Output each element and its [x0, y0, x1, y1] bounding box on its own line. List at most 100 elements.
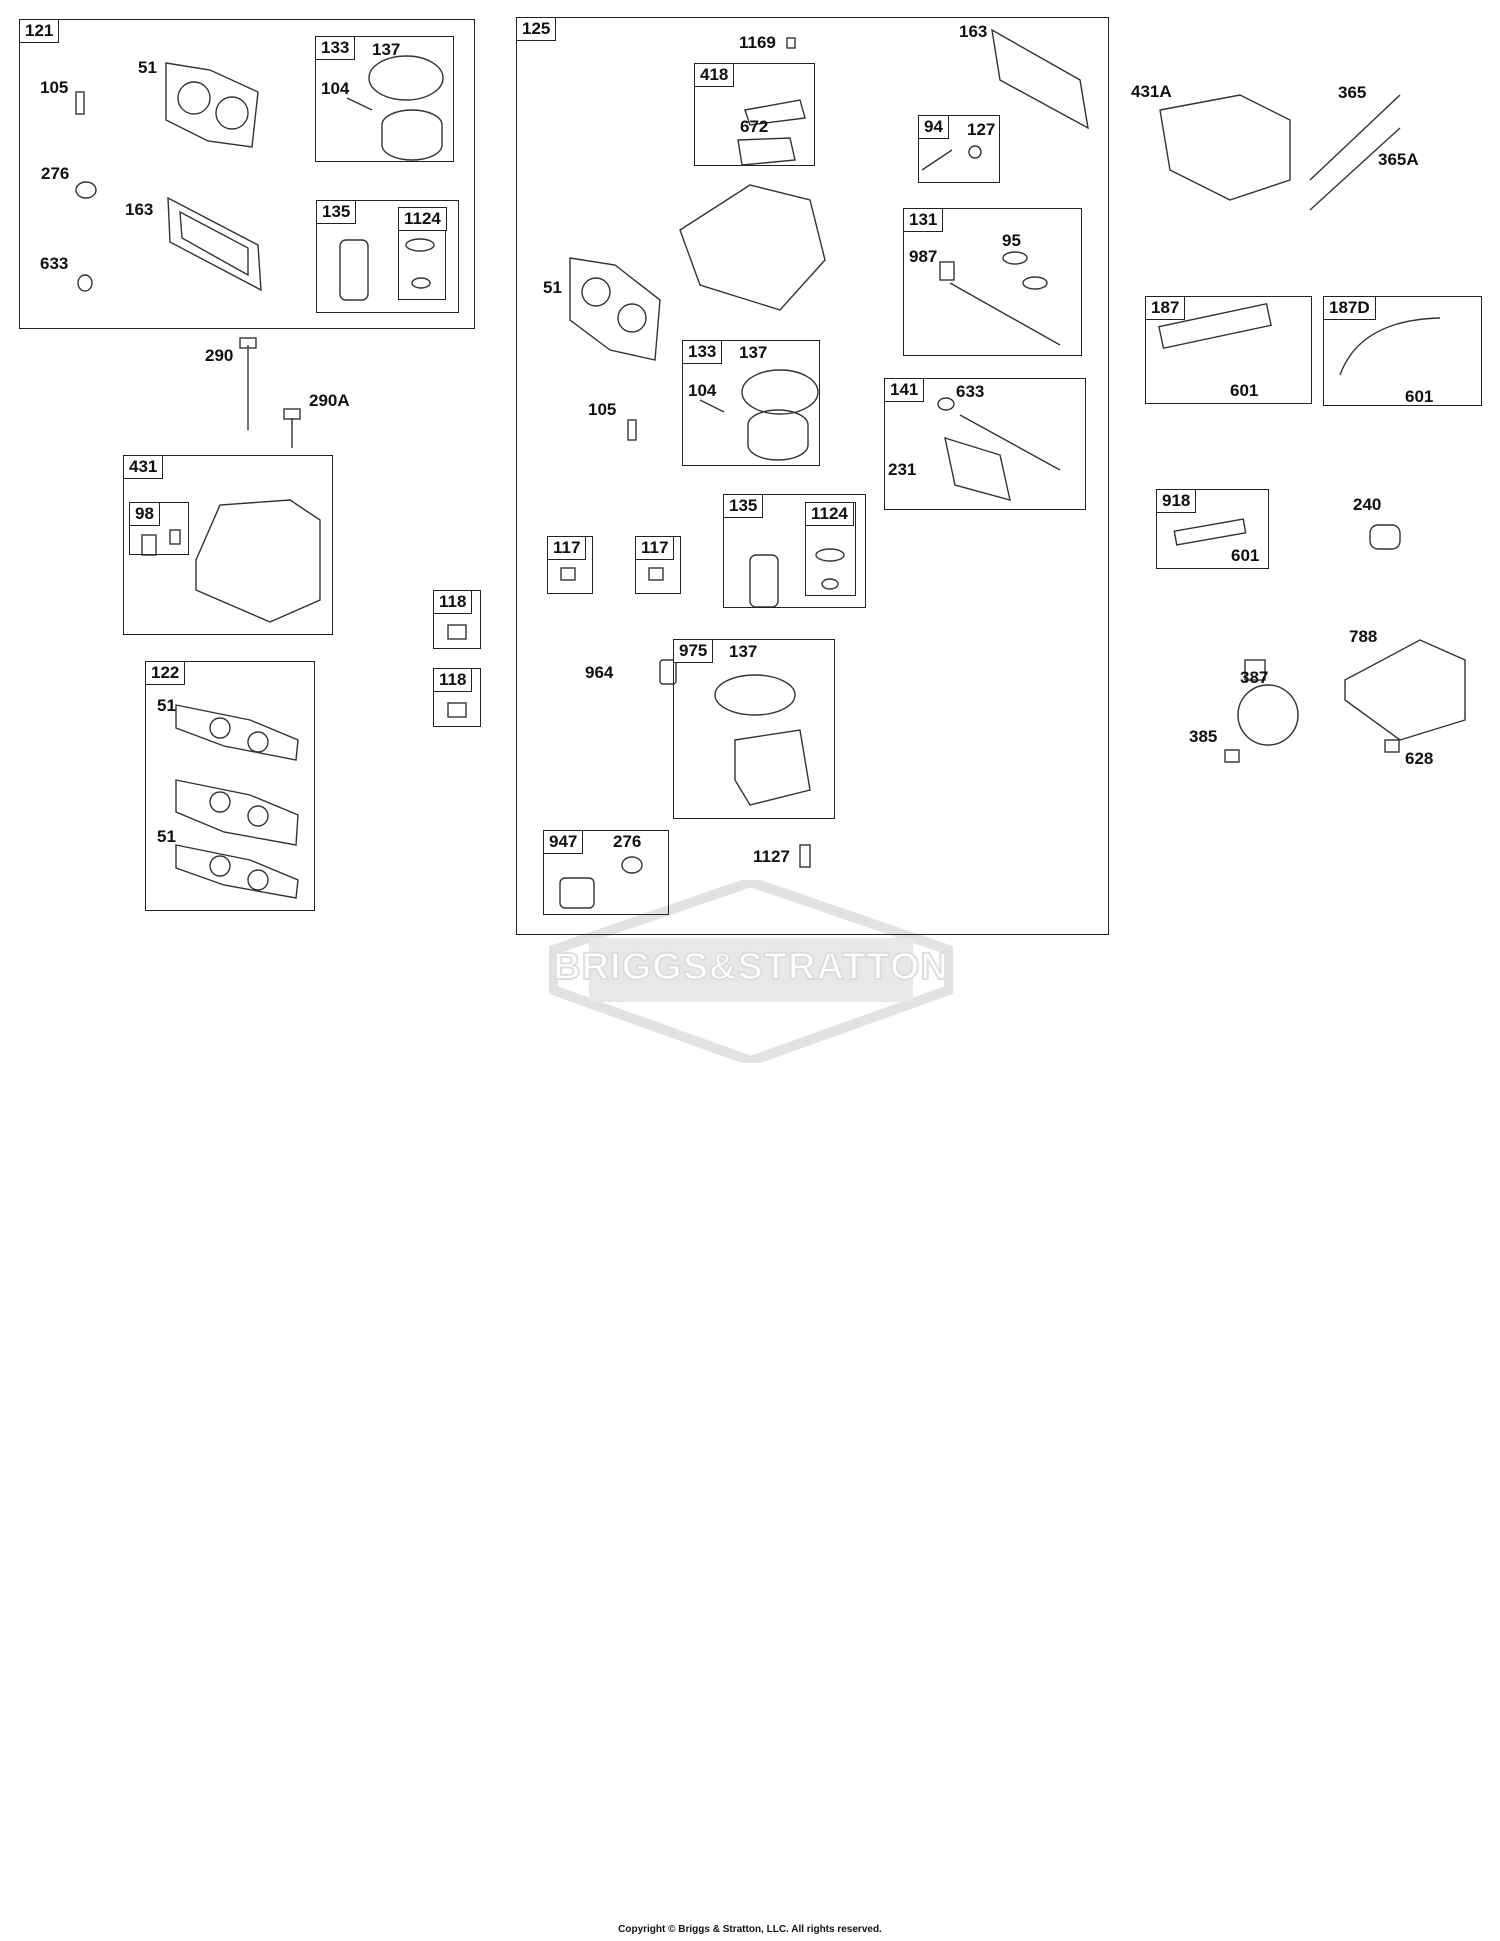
kit-121-1124-box: 1124: [398, 207, 447, 300]
part-label-163[interactable]: 163: [125, 200, 154, 219]
solenoid-135-drawing: [339, 239, 369, 301]
adapter-431-drawing: [195, 499, 321, 623]
kit-1124-tab[interactable]: 1124: [398, 207, 447, 231]
part-label-51[interactable]: 51: [543, 278, 562, 297]
kit-118-box-a: 118: [433, 590, 481, 649]
part-label-137[interactable]: 137: [372, 40, 401, 59]
part-label-163[interactable]: 163: [959, 22, 988, 41]
kit-187-box: 187: [1145, 296, 1312, 404]
kit-947-box: 947: [543, 830, 669, 915]
gasket-163-drawing: [167, 196, 262, 292]
part-label-601[interactable]: 601: [1231, 546, 1260, 565]
part-label-1169[interactable]: 1169: [739, 33, 776, 52]
part-label-633[interactable]: 633: [40, 254, 69, 273]
part-label-231[interactable]: 231: [888, 460, 917, 479]
part-label-276[interactable]: 276: [41, 164, 70, 183]
needle-105-drawing: [75, 91, 85, 115]
part-label-601[interactable]: 601: [1230, 381, 1259, 400]
part-label-240[interactable]: 240: [1353, 495, 1382, 514]
kit-135-tab[interactable]: 135: [316, 200, 357, 224]
kit-187-tab[interactable]: 187: [1145, 296, 1186, 320]
part-label-105[interactable]: 105: [588, 400, 617, 419]
kit-133-tab[interactable]: 133: [315, 36, 356, 60]
kit-918-box: 918: [1156, 489, 1269, 569]
part-label-387[interactable]: 387: [1240, 668, 1269, 687]
kit-122-tab[interactable]: 122: [145, 661, 186, 685]
part-label-431a[interactable]: 431A: [1131, 82, 1172, 101]
part-label-290a[interactable]: 290A: [309, 391, 350, 410]
part-label-104[interactable]: 104: [688, 381, 717, 400]
part-label-137[interactable]: 137: [729, 642, 758, 661]
part-label-672[interactable]: 672: [740, 117, 769, 136]
part-label-290[interactable]: 290: [205, 346, 234, 365]
kit-131-box: 131: [903, 208, 1082, 356]
part-label-987[interactable]: 987: [909, 247, 938, 266]
kit-125-135-box: 135: [723, 494, 866, 608]
part-label-1127[interactable]: 1127: [753, 847, 790, 866]
kit-131-tab[interactable]: 131: [903, 208, 944, 232]
part-label-788[interactable]: 788: [1349, 627, 1378, 646]
kit-975-box: 975: [673, 639, 835, 819]
pin-104-drawing: [346, 97, 373, 111]
kit-121-135-box: 135: [316, 200, 459, 313]
kit-121-tab[interactable]: 121: [19, 19, 60, 43]
kit-125-1124-box: 1124: [805, 502, 856, 596]
part-label-105[interactable]: 105: [40, 78, 69, 97]
gasket-1124-drawing: [405, 238, 435, 252]
kit-1124-tab[interactable]: 1124: [805, 502, 854, 526]
kit-118-box-b: 118: [433, 668, 481, 727]
part-label-385[interactable]: 385: [1189, 727, 1218, 746]
kit-187d-tab[interactable]: 187D: [1323, 296, 1376, 320]
kit-94-box: 94: [918, 115, 1000, 183]
kit-117-box-a: 117: [547, 536, 593, 594]
part-label-633[interactable]: 633: [956, 382, 985, 401]
part-label-137[interactable]: 137: [739, 343, 768, 362]
adapter-431a-drawing: [1159, 94, 1291, 201]
part-label-127[interactable]: 127: [967, 120, 996, 139]
kit-141-box: 141: [884, 378, 1086, 510]
kit-118-tab[interactable]: 118: [433, 668, 473, 692]
float-drawing: [381, 109, 443, 161]
kit-125-tab[interactable]: 125: [516, 17, 557, 41]
kit-121-133-box: 133: [315, 36, 454, 162]
part-label-964[interactable]: 964: [585, 663, 614, 682]
kit-125-133-box: 133: [682, 340, 820, 466]
kit-98-tab[interactable]: 98: [129, 502, 160, 526]
kit-418-tab[interactable]: 418: [694, 63, 735, 87]
kit-431-box: 431: [123, 455, 333, 635]
part-label-601[interactable]: 601: [1405, 387, 1434, 406]
part-label-365[interactable]: 365: [1338, 83, 1367, 102]
kit-117-tab[interactable]: 117: [635, 536, 675, 560]
oring-137-drawing: [368, 55, 444, 101]
kit-121-box: 121: [19, 19, 475, 329]
part-label-628[interactable]: 628: [1405, 749, 1434, 768]
washer-276-drawing: [75, 181, 97, 199]
part-label-95[interactable]: 95: [1002, 231, 1021, 250]
kit-918-tab[interactable]: 918: [1156, 489, 1197, 513]
kit-947-tab[interactable]: 947: [543, 830, 584, 854]
kit-133-tab[interactable]: 133: [682, 340, 723, 364]
kit-141-tab[interactable]: 141: [884, 378, 925, 402]
gasket-51-drawing: [165, 62, 259, 148]
gasket-163-drawing-b: [991, 28, 1089, 130]
watermark-text: BRIGGS&STRATTON: [552, 945, 949, 989]
kit-125-box: 125: [516, 17, 1109, 935]
part-label-104[interactable]: 104: [321, 79, 350, 98]
washer-633-drawing: [77, 274, 93, 292]
kit-135-tab[interactable]: 135: [723, 494, 764, 518]
kit-94-tab[interactable]: 94: [918, 115, 949, 139]
copyright-text: Copyright © Briggs & Stratton, LLC. All …: [618, 1924, 882, 1935]
kit-122-box: 122: [145, 661, 315, 911]
part-label-365a[interactable]: 365A: [1378, 150, 1419, 169]
part-label-51[interactable]: 51: [157, 696, 176, 715]
briggs-stratton-watermark-logo: BRIGGS&STRATTON: [548, 876, 954, 1067]
part-label-276[interactable]: 276: [613, 832, 642, 851]
part-label-51[interactable]: 51: [157, 827, 176, 846]
kit-431-tab[interactable]: 431: [123, 455, 164, 479]
kit-117-box-b: 117: [635, 536, 681, 594]
kit-975-tab[interactable]: 975: [673, 639, 714, 663]
kit-98-box: 98: [129, 502, 189, 555]
kit-118-tab[interactable]: 118: [433, 590, 473, 614]
kit-117-tab[interactable]: 117: [547, 536, 587, 560]
part-label-51[interactable]: 51: [138, 58, 157, 77]
